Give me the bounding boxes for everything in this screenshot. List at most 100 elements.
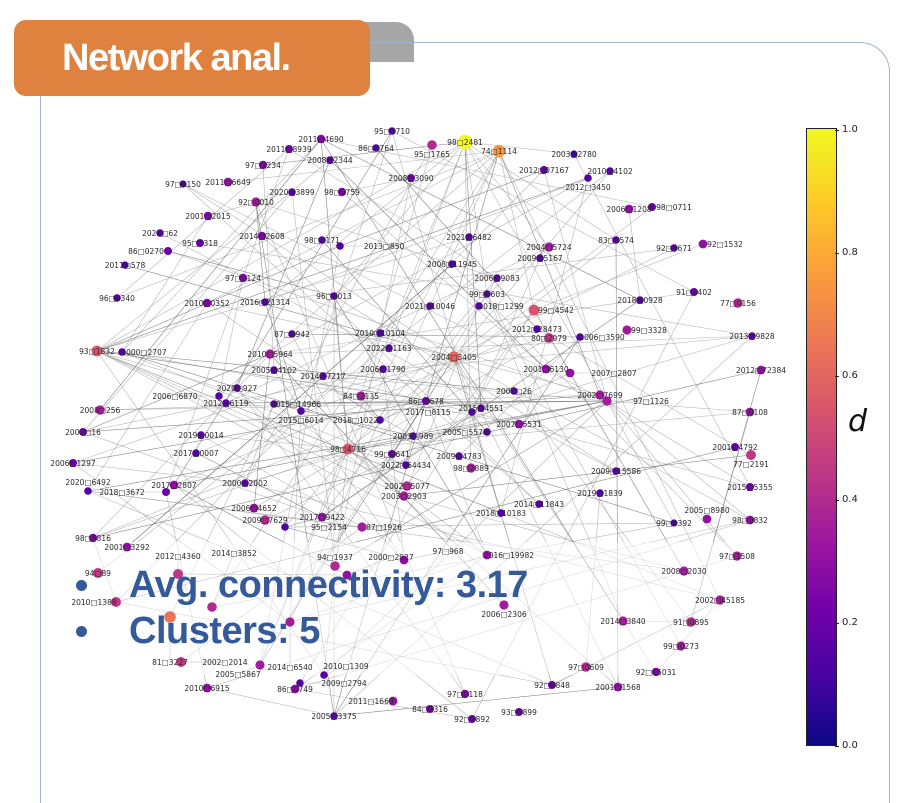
graph-edge [382,368,405,561]
node-marker [690,288,698,296]
node-label: 92□1532 [707,240,743,249]
label-leader-line [323,665,347,676]
graph-edge [206,150,500,304]
node-marker [497,509,505,517]
node-label: 98□8816 [75,534,111,543]
node-label: 2002□7699 [577,391,622,400]
graph-edge [391,130,502,514]
graph-edge [96,350,275,405]
node-label: 74□1114 [481,147,517,156]
graph-edge [375,147,538,330]
node-label: 93□1832 [79,347,115,356]
node-marker [95,405,105,415]
node-label: 97□0609 [568,663,604,672]
node-marker [69,459,77,467]
node-label: 98□2481 [447,138,483,147]
node-label: 2021□10046 [405,302,455,311]
graph-edge [264,177,589,303]
node-label: 2006□2306 [481,610,526,619]
node-marker [223,177,233,187]
node-marker [570,150,578,158]
node-marker [492,144,506,158]
node-label: 2006□1297 [50,459,95,468]
node-marker [156,229,164,237]
node-label: 2014□7217 [300,372,345,381]
node-marker [515,708,523,716]
graph-edge [533,243,704,311]
node-marker [468,715,476,723]
label-leader-line [346,556,392,576]
node-marker [265,349,275,359]
graph-edge [82,431,323,518]
bullet-text: Clusters: 5 [129,609,320,652]
node-marker [475,302,483,310]
node-label: 2016□21314 [240,298,290,307]
node-marker [448,351,460,363]
node-marker [399,555,409,565]
node-marker [595,390,605,400]
graph-edge [453,247,675,358]
graph-edge [173,400,608,486]
graph-edge [227,150,500,183]
node-marker [533,325,541,333]
node-label: 2004□5724 [526,243,571,252]
graph-edge [606,400,751,521]
node-label: 92□0892 [454,715,490,724]
node-marker [270,366,278,374]
colorbar-tick: 0.2 [835,617,858,628]
node-marker [468,408,476,416]
node-label: 2000□2002 [222,479,267,488]
node-marker [535,500,543,508]
node-label: 2010□6915 [184,684,229,693]
node-marker [388,127,396,135]
bullet-dot [76,579,87,591]
graph-edge [126,263,453,548]
graph-edge [96,141,466,352]
node-marker [79,428,87,436]
node-marker [385,344,393,352]
node-marker [319,372,327,380]
node-marker [337,187,347,197]
node-label: 2010□1309 [323,662,368,671]
graph-edge [322,375,608,402]
graph-edge [284,516,323,528]
graph-edge [262,164,275,371]
graph-edge [322,375,520,425]
node-label: 2006□9083 [474,274,519,283]
node-label: 2014□3852 [211,549,256,558]
node-marker [612,236,620,244]
node-marker [118,348,126,356]
graph-edge [167,250,335,297]
node-label: 2022□1163 [366,344,411,353]
node-marker [756,365,766,375]
node-marker [258,160,268,170]
node-label: 2008□2344 [307,156,352,165]
node-label: 2008□2030 [661,567,706,576]
graph-edge [199,242,753,337]
node-marker [342,443,354,455]
node-marker [111,597,121,607]
node-label: 2015□5355 [727,483,772,492]
node-marker [544,242,554,252]
node-marker [482,550,492,560]
node-label: 2018□10183 [476,509,526,518]
node-marker [457,134,473,150]
graph-edge [124,264,455,358]
node-label: 2000□2707 [121,348,166,357]
label-leader-line [403,550,449,561]
node-label: 83□0574 [598,236,634,245]
graph-edge [425,400,488,556]
graph-edge [453,356,751,521]
node-label: 2011□1669 [348,697,393,706]
graph-edge [264,301,302,412]
node-marker [402,481,412,491]
node-label: 97□1150 [165,180,201,189]
node-marker [606,167,614,175]
graph-edge [464,141,550,248]
node-label: 95□2154 [311,523,347,532]
graph-edge [284,522,675,528]
graph-edge [116,150,500,299]
graph-edge [269,353,414,437]
node-label: 2012□4360 [155,552,200,561]
node-label: 2012□6119 [203,399,248,408]
